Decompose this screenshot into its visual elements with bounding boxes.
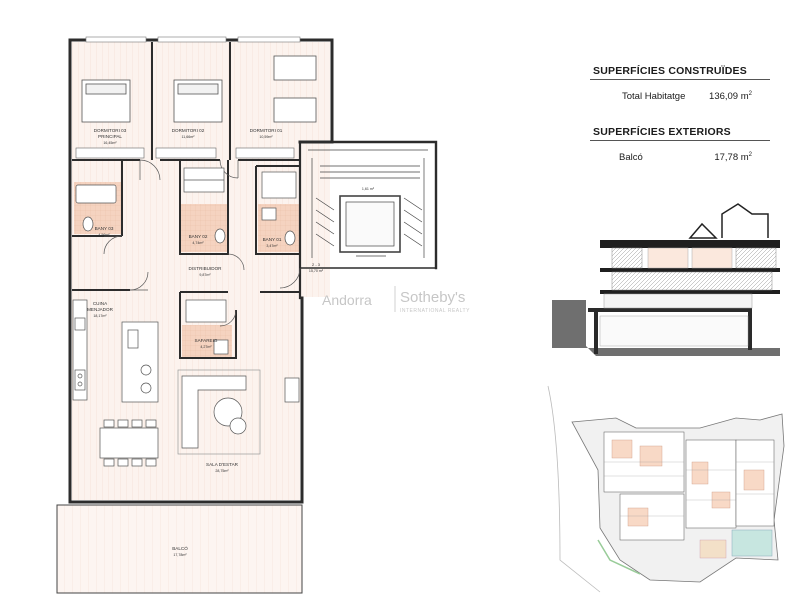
room-labels: DORMITORI 03 PRINCIPAL 16,45m² DORMITORI… — [87, 128, 375, 557]
bathroom-fixtures — [75, 167, 297, 246]
label-dormitori-03: DORMITORI 03 — [94, 128, 127, 133]
label-distribuidor: DISTRIBUIDOR — [189, 266, 223, 271]
wardrobes — [75, 147, 295, 159]
watermark-brand-right: Sotheby's — [400, 289, 465, 306]
label-bany-03: BANY 03 — [95, 226, 114, 231]
area-bany-01: 3,47m² — [266, 244, 278, 248]
dining-table — [99, 419, 159, 467]
label-bany-02: BANY 02 — [189, 234, 208, 239]
area-bany-02: 4,74m² — [192, 241, 204, 245]
label-balco: BALCÓ — [172, 545, 188, 551]
area-cuina: 18,17m² — [93, 314, 107, 318]
built-surface-unit-power: 2 — [748, 91, 752, 97]
area-balco: 17,78m² — [173, 553, 187, 557]
bany-02-tiles — [181, 204, 227, 252]
label-sala: SALA D'ESTAR — [206, 462, 239, 467]
built-surface-title: SUPERFÍCIES CONSTRUÏDES — [593, 65, 747, 77]
area-bany-03: 4,56m² — [98, 233, 110, 237]
living-furniture — [177, 369, 300, 455]
exterior-surface-label: Balcó — [619, 152, 643, 163]
beds — [81, 55, 317, 123]
stair-core — [308, 149, 428, 258]
watermark-brand-sub: INTERNATIONAL REALTY — [400, 308, 470, 314]
label-stair-area: 1,61 m² — [362, 187, 375, 191]
exterior-surface-title: SUPERFÍCIES EXTERIORS — [593, 126, 731, 138]
label-cuina: CUINA — [93, 301, 108, 306]
interior-walls — [72, 42, 300, 359]
area-dormitori-01: 10,59m² — [259, 135, 273, 139]
built-surface-divider — [590, 79, 770, 80]
built-surface-value-row: 136,09 m2 — [680, 91, 752, 102]
area-distribuidor: 9,87m² — [199, 273, 211, 277]
built-surface-label: Total Habitatge — [622, 91, 686, 102]
label-landing: 2 - 3 — [312, 262, 321, 267]
watermark: Andorra Sotheby's INTERNATIONAL REALTY — [322, 286, 470, 314]
label-dormitori-01: DORMITORI 01 — [250, 128, 283, 133]
label-dormitori-03-principal: PRINCIPAL — [98, 134, 122, 139]
label-cuina-menjador: MENJADOR — [87, 307, 113, 312]
exterior-surface-divider — [590, 140, 770, 141]
site-plan — [547, 385, 785, 593]
area-sala: 28,75m² — [215, 469, 229, 473]
exterior-surface-value: 17,78 m — [714, 152, 749, 164]
balcony-area — [56, 504, 303, 594]
floor-plan: DORMITORI 03 PRINCIPAL 16,45m² DORMITORI… — [56, 36, 470, 594]
watermark-brand-left: Andorra — [322, 292, 372, 308]
built-surface-value: 136,09 m — [709, 91, 749, 103]
exterior-surface-value-row: 17,78 m2 — [680, 152, 752, 163]
area-dormitori-03: 16,45m² — [103, 141, 117, 145]
label-safareig: SAFAREIG — [195, 338, 218, 343]
area-landing: 15,70 m² — [309, 269, 324, 273]
kitchen-fixtures — [72, 299, 159, 403]
area-dormitori-02: 11,66m² — [182, 135, 196, 139]
label-dormitori-02: DORMITORI 02 — [172, 128, 205, 133]
label-bany-01: BANY 01 — [263, 237, 282, 242]
top-windows — [85, 36, 301, 43]
building-section — [552, 203, 780, 356]
area-safareig: 4,27m² — [200, 345, 212, 349]
laundry-appliances — [185, 299, 229, 355]
exterior-surface-unit-power: 2 — [748, 152, 752, 158]
doors — [103, 159, 301, 327]
